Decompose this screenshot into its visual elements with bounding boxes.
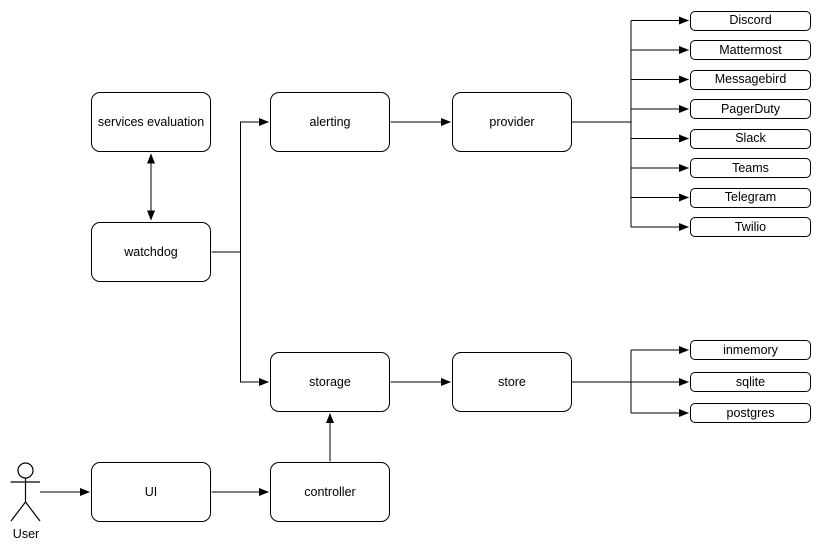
provider-target-pagerduty-label: PagerDuty [720, 101, 781, 116]
store-target-postgres-label: postgres [726, 405, 775, 420]
provider-target-slack-label: Slack [735, 131, 766, 146]
provider-target-teams-label: Teams [732, 160, 769, 175]
store-target-inmemory: inmemory [690, 340, 811, 360]
node-storage-label: storage [309, 374, 351, 389]
provider-target-messagebird-label: Messagebird [714, 72, 787, 87]
provider-target-mattermost-label: Mattermost [719, 42, 782, 57]
node-controller: controller [270, 462, 390, 522]
provider-target-messagebird: Messagebird [690, 69, 811, 90]
node-ui-label: UI [144, 484, 158, 499]
provider-target-twilio-label: Twilio [734, 219, 767, 234]
node-alerting: alerting [270, 92, 390, 152]
provider-target-pagerduty: PagerDuty [690, 99, 811, 119]
user-actor-label: User [12, 527, 40, 541]
node-provider: provider [452, 92, 572, 152]
provider-target-discord-label: Discord [729, 13, 772, 28]
provider-target-teams: Teams [690, 158, 811, 178]
node-alerting-label: alerting [309, 114, 351, 129]
provider-target-telegram: Telegram [690, 187, 811, 208]
provider-target-mattermost: Mattermost [690, 40, 811, 60]
node-services-evaluation: services evaluation [91, 92, 211, 152]
store-target-postgres: postgres [690, 403, 811, 423]
store-target-inmemory-label: inmemory [723, 342, 778, 357]
provider-target-twilio: Twilio [690, 217, 811, 237]
edge-watchdog-alerting [211, 118, 269, 253]
provider-target-slack: Slack [690, 128, 811, 149]
node-storage: storage [270, 352, 390, 412]
node-controller-label: controller [304, 484, 356, 499]
provider-target-telegram-label: Telegram [724, 190, 777, 205]
store-target-sqlite: sqlite [690, 372, 811, 392]
node-watchdog: watchdog [91, 222, 211, 282]
node-ui: UI [91, 462, 211, 522]
user-actor-icon [10, 462, 41, 522]
node-store-label: store [498, 374, 526, 389]
store-target-sqlite-label: sqlite [735, 374, 766, 389]
node-services-evaluation-label: services evaluation [97, 114, 205, 129]
edge-watchdog-storage [240, 252, 269, 386]
node-store: store [452, 352, 572, 412]
node-provider-label: provider [489, 114, 535, 129]
node-watchdog-label: watchdog [124, 244, 178, 259]
provider-target-discord: Discord [690, 10, 811, 31]
